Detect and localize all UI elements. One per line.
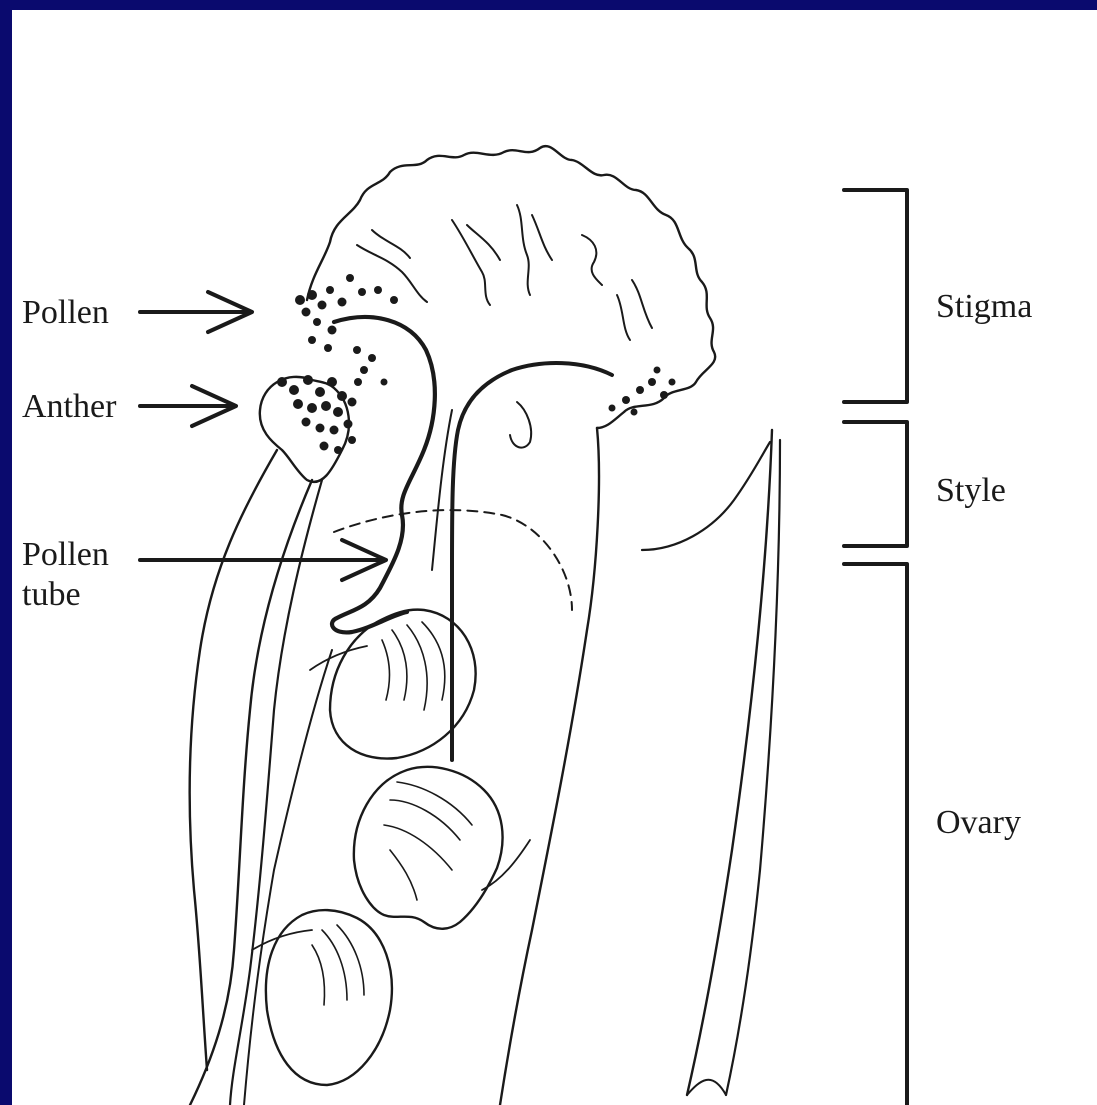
filament-outer bbox=[190, 450, 277, 1070]
style-wall-right bbox=[500, 428, 599, 1105]
ovary-wall-bottom-notch bbox=[687, 1080, 726, 1095]
arrow-pollen bbox=[140, 292, 252, 332]
stigma-detail-9 bbox=[617, 295, 630, 340]
bracket-ovary bbox=[844, 564, 907, 1105]
stigma-detail-3 bbox=[452, 220, 490, 305]
arrow-anther bbox=[140, 386, 236, 426]
style-inner-bump bbox=[510, 402, 531, 448]
ovary-wall-right-2 bbox=[726, 440, 780, 1095]
stigma-detail-5 bbox=[517, 205, 530, 295]
label-pollen-tube-line1: Pollen bbox=[22, 536, 109, 574]
label-ovary: Ovary bbox=[936, 804, 1021, 842]
label-pollen-tube-line2: tube bbox=[22, 576, 81, 614]
bracket-style bbox=[844, 422, 907, 546]
stigma-detail-2 bbox=[372, 230, 410, 258]
pistil-diagram bbox=[12, 10, 1097, 1105]
filament-inner bbox=[190, 480, 312, 1105]
stigma-detail-1 bbox=[357, 245, 427, 302]
stigma-outline bbox=[307, 146, 715, 428]
label-pollen: Pollen bbox=[22, 294, 109, 332]
label-style: Style bbox=[936, 472, 1006, 510]
bracket-stigma bbox=[844, 190, 907, 402]
style-canal bbox=[452, 363, 612, 760]
arrow-pollen-tube bbox=[140, 540, 386, 580]
ovary-wall-curve bbox=[642, 442, 770, 550]
ovary-wall-left bbox=[244, 650, 332, 1105]
pollen-tube-path bbox=[332, 317, 435, 632]
pollen-grains bbox=[277, 274, 676, 454]
label-stigma: Stigma bbox=[936, 288, 1032, 326]
stigma-detail-8 bbox=[632, 280, 652, 328]
stigma-detail-7 bbox=[582, 235, 602, 285]
label-anther: Anther bbox=[22, 388, 116, 426]
diagram-frame: Pollen Anther Pollen tube Stigma Style O… bbox=[12, 10, 1097, 1105]
stigma-detail-6 bbox=[532, 215, 552, 260]
ovary-wall-right bbox=[687, 430, 772, 1095]
style-wall-left bbox=[432, 410, 452, 570]
